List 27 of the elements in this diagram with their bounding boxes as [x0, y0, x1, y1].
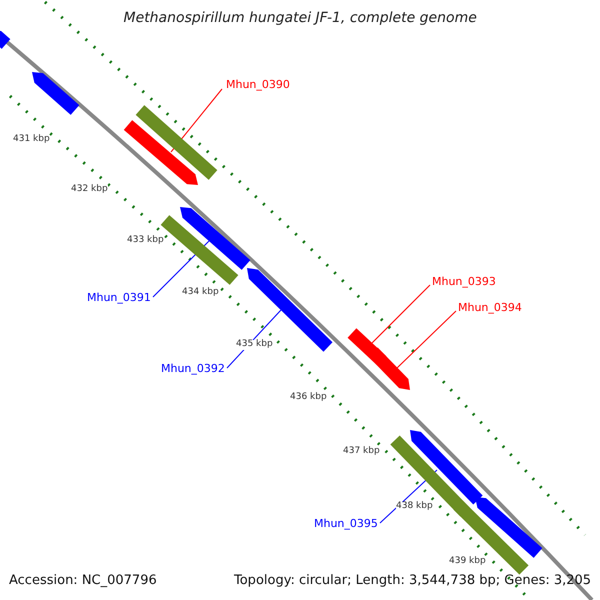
gene-feature	[32, 72, 80, 115]
gene-label: Mhun_0392	[161, 363, 225, 376]
genome-info-text: Topology: circular; Length: 3,544,738 bp; Genes: 3,205	[234, 574, 592, 588]
gene-feature	[180, 207, 250, 270]
gene-label: Mhun_0394	[458, 302, 522, 314]
scale-label: 434 kbp	[182, 288, 219, 298]
scale-label: 439 kbp	[449, 557, 486, 567]
scale-label: 433 kbp	[127, 236, 164, 246]
gene-feature	[124, 120, 198, 185]
scale-label: 435 kbp	[236, 340, 273, 350]
scale-label: 431 kbp	[13, 135, 50, 145]
scale-label: 438 kbp	[396, 502, 433, 512]
gene-label: Mhun_0395	[314, 518, 378, 530]
accession-text: Accession: NC_007796	[9, 574, 157, 588]
gene-feature	[368, 348, 410, 390]
scale-label: 436 kbp	[290, 393, 327, 403]
leader-line	[396, 310, 456, 368]
gene-label: Mhun_0391	[87, 292, 151, 304]
gene-label: Mhun_0390	[226, 79, 290, 92]
gene-feature	[0, 30, 10, 49]
title: Methanospirillum hungatei JF-1, complete genome	[124, 10, 477, 26]
gene-feature	[136, 105, 218, 180]
scale-label: 437 kbp	[343, 447, 380, 457]
scale-label: 432 kbp	[71, 185, 108, 195]
leader-line	[372, 284, 430, 344]
gene-label: Mhun_0393	[432, 276, 496, 288]
gene-feature	[475, 497, 542, 558]
